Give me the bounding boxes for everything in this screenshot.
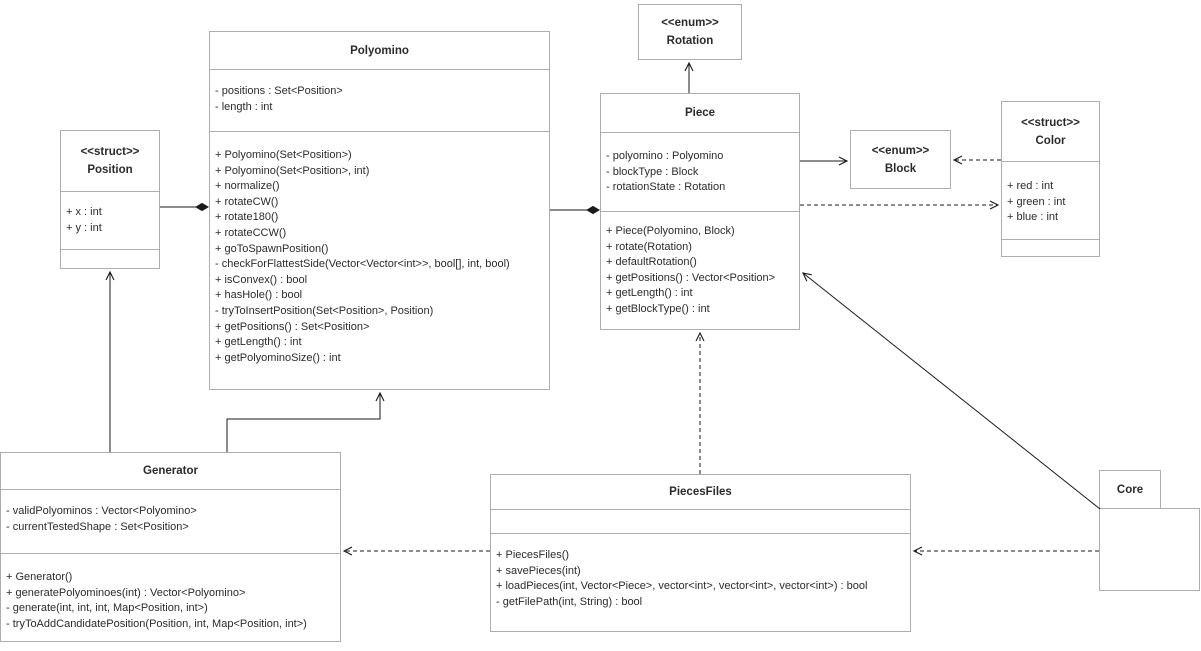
package-core-body[interactable] — [1099, 508, 1200, 591]
method: + loadPieces(int, Vector<Piece>, vector<… — [496, 580, 868, 593]
package-name: Core — [1116, 483, 1144, 496]
class-piecesfiles[interactable]: PiecesFiles + PiecesFiles() + savePieces… — [490, 474, 911, 632]
struct-position[interactable]: <<struct>> Position + x : int + y : int — [60, 130, 160, 269]
method: + Polyomino(Set<Position>, int) — [215, 164, 370, 177]
method: - checkForFlattestSide(Vector<Vector<int… — [215, 258, 510, 271]
class-title: PiecesFiles — [491, 475, 910, 509]
method: + getBlockType() : int — [606, 302, 710, 315]
methods-compartment — [1002, 239, 1099, 256]
class-piece[interactable]: Piece - polyomino : Polyomino - blockTyp… — [600, 93, 800, 330]
method: + rotate(Rotation) — [606, 240, 692, 253]
method: + Piece(Polyomino, Block) — [606, 225, 735, 237]
class-title: <<struct>> Color — [1002, 102, 1099, 161]
attributes-compartment: - polyomino : Polyomino - blockType : Bl… — [601, 132, 799, 211]
method: + rotateCCW() — [215, 226, 287, 239]
class-name: Color — [1035, 134, 1066, 147]
attribute: + blue : int — [1007, 211, 1059, 224]
stereotype: <<struct>> — [80, 146, 140, 158]
attributes-compartment: - positions : Set<Position> - length : i… — [210, 69, 549, 131]
stereotype: <<struct>> — [1021, 116, 1080, 129]
method: + rotate180() — [215, 211, 279, 224]
attribute: + y : int — [66, 221, 102, 234]
class-title: Polyomino — [210, 32, 549, 69]
attribute: - length : int — [215, 100, 273, 113]
class-polyomino[interactable]: Polyomino - positions : Set<Position> - … — [209, 31, 550, 390]
stereotype: <<enum>> — [661, 17, 719, 29]
method: - generate(int, int, int, Map<Position, … — [6, 602, 208, 615]
attributes-compartment: + red : int + green : int + blue : int — [1002, 161, 1099, 239]
enum-block[interactable]: <<enum>> Block — [850, 130, 951, 189]
class-generator[interactable]: Generator - validPolyominos : Vector<Pol… — [0, 452, 341, 642]
methods-compartment — [61, 249, 159, 268]
class-title: <<enum>> Rotation — [639, 5, 741, 59]
class-name: Generator — [143, 465, 198, 477]
method: - tryToAddCandidatePosition(Position, in… — [6, 617, 307, 630]
attribute: + green : int — [1007, 195, 1066, 208]
method: + normalize() — [215, 180, 280, 193]
attribute: - positions : Set<Position> — [215, 85, 343, 97]
method: + Polyomino(Set<Position>) — [215, 149, 352, 161]
class-title: Generator — [1, 453, 340, 489]
method: - tryToInsertPosition(Set<Position>, Pos… — [215, 304, 434, 317]
method: + hasHole() : bool — [215, 289, 303, 302]
attributes-compartment: - validPolyominos : Vector<Polyomino> - … — [1, 489, 340, 553]
method: + defaultRotation() — [606, 256, 697, 269]
method: + Generator() — [6, 571, 73, 583]
package-core-tab[interactable]: Core — [1099, 470, 1161, 509]
class-name: Position — [87, 164, 133, 176]
method: + generatePolyominoes(int) : Vector<Poly… — [6, 586, 246, 599]
attribute: - polyomino : Polyomino — [606, 150, 724, 162]
struct-color[interactable]: <<struct>> Color + red : int + green : i… — [1001, 101, 1100, 257]
connector-generator-polyomino — [226, 391, 385, 452]
enum-rotation[interactable]: <<enum>> Rotation — [638, 4, 742, 60]
method: + getPositions() : Set<Position> — [215, 320, 370, 333]
attribute: - blockType : Block — [606, 165, 699, 178]
attribute: - rotationState : Rotation — [606, 181, 726, 194]
class-name: Piece — [684, 107, 716, 119]
method: + isConvex() : bool — [215, 273, 308, 286]
method: + getLength() : int — [606, 287, 693, 300]
method: + getPolyominoSize() : int — [215, 351, 341, 364]
attributes-compartment: + x : int + y : int — [61, 191, 159, 249]
class-name: Rotation — [666, 35, 714, 47]
class-name: PiecesFiles — [669, 486, 732, 498]
method: - getFilePath(int, String) : bool — [496, 595, 643, 608]
attribute: + x : int — [66, 206, 102, 218]
methods-compartment: + Generator() + generatePolyominoes(int)… — [1, 553, 340, 641]
attribute: - currentTestedShape : Set<Position> — [6, 520, 189, 533]
method: + goToSpawnPosition() — [215, 242, 329, 255]
methods-compartment: + Polyomino(Set<Position>) + Polyomino(S… — [210, 131, 549, 389]
methods-compartment: + Piece(Polyomino, Block) + rotate(Rotat… — [601, 211, 799, 329]
attributes-compartment — [491, 509, 910, 533]
methods-compartment: + PiecesFiles() + savePieces(int) + load… — [491, 533, 910, 631]
method: + PiecesFiles() — [496, 549, 570, 561]
class-title: <<struct>> Position — [61, 131, 159, 191]
method: + rotateCW() — [215, 195, 279, 208]
method: + savePieces(int) — [496, 564, 581, 577]
class-name: Polyomino — [350, 44, 409, 57]
stereotype: <<enum>> — [871, 144, 930, 157]
class-name: Block — [884, 162, 917, 175]
class-title: Piece — [601, 94, 799, 132]
class-title: <<enum>> Block — [851, 131, 950, 188]
method: + getPositions() : Vector<Position> — [606, 271, 776, 284]
attribute: + red : int — [1007, 180, 1054, 192]
method: + getLength() : int — [215, 336, 302, 349]
attribute: - validPolyominos : Vector<Polyomino> — [6, 505, 197, 517]
